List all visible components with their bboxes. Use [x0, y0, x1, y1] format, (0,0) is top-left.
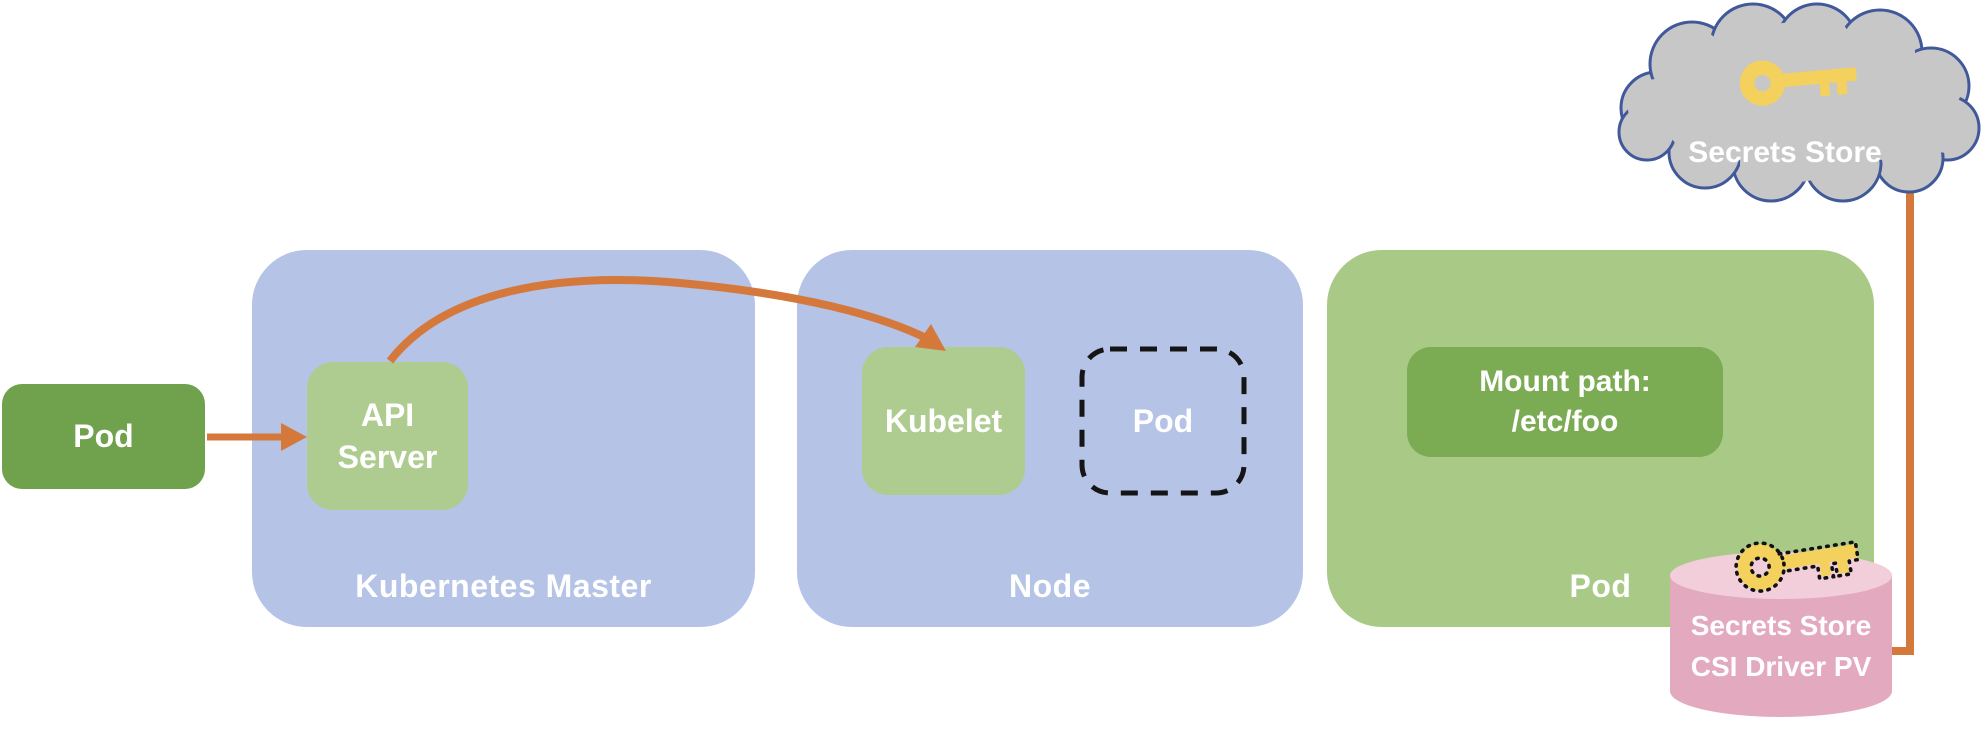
api-server-label-line1: API	[360, 396, 415, 433]
kubelet-box: Kubelet	[862, 347, 1025, 495]
secrets-store-cloud	[1617, 2, 1981, 203]
key-shaft	[1777, 67, 1857, 97]
pod-dashed-box: Pod	[1078, 345, 1248, 497]
node-label: Node	[1009, 568, 1091, 604]
pod-left-label: Pod	[73, 418, 134, 455]
key-icon	[1734, 539, 1861, 593]
key-bow	[1737, 544, 1784, 591]
pod-dashed-rect	[1079, 346, 1247, 496]
kubernetes-master-label: Kubernetes Master	[355, 568, 652, 604]
secrets-store-cloud-label: Secrets Store	[1688, 136, 1882, 169]
cloud-fill	[1626, 11, 1972, 194]
pod-right-label: Pod	[1569, 568, 1632, 604]
key-shaft	[1774, 543, 1858, 577]
mount-path-label-line2: /etc/foo	[1511, 405, 1619, 438]
node-box: Kubelet Node	[797, 250, 1303, 627]
cloud-to-pv-connector	[1890, 185, 1914, 655]
key-bow	[1739, 60, 1786, 106]
mount-path-box: Mount path: /etc/foo	[1407, 347, 1723, 457]
pod-dashed-border	[1079, 346, 1247, 496]
pod-dashed-label: Pod	[1132, 402, 1194, 439]
key-icon	[1739, 60, 1857, 106]
kubernetes-master-box: API Server Kubernetes Master	[252, 250, 755, 627]
key-dotted-outline	[1734, 539, 1861, 593]
api-server-box: API Server	[307, 362, 468, 510]
api-server-label-line2: Server	[337, 439, 438, 475]
pv-label-line2: CSI Driver PV	[1690, 650, 1872, 682]
pv-cylinder-label: Secrets Store CSI Driver PV	[1668, 606, 1894, 687]
kubelet-label: Kubelet	[884, 402, 1003, 439]
pv-label-line1: Secrets Store	[1690, 610, 1872, 641]
mount-path-label-line1: Mount path:	[1479, 364, 1651, 398]
pod-left-box: Pod	[2, 384, 205, 489]
